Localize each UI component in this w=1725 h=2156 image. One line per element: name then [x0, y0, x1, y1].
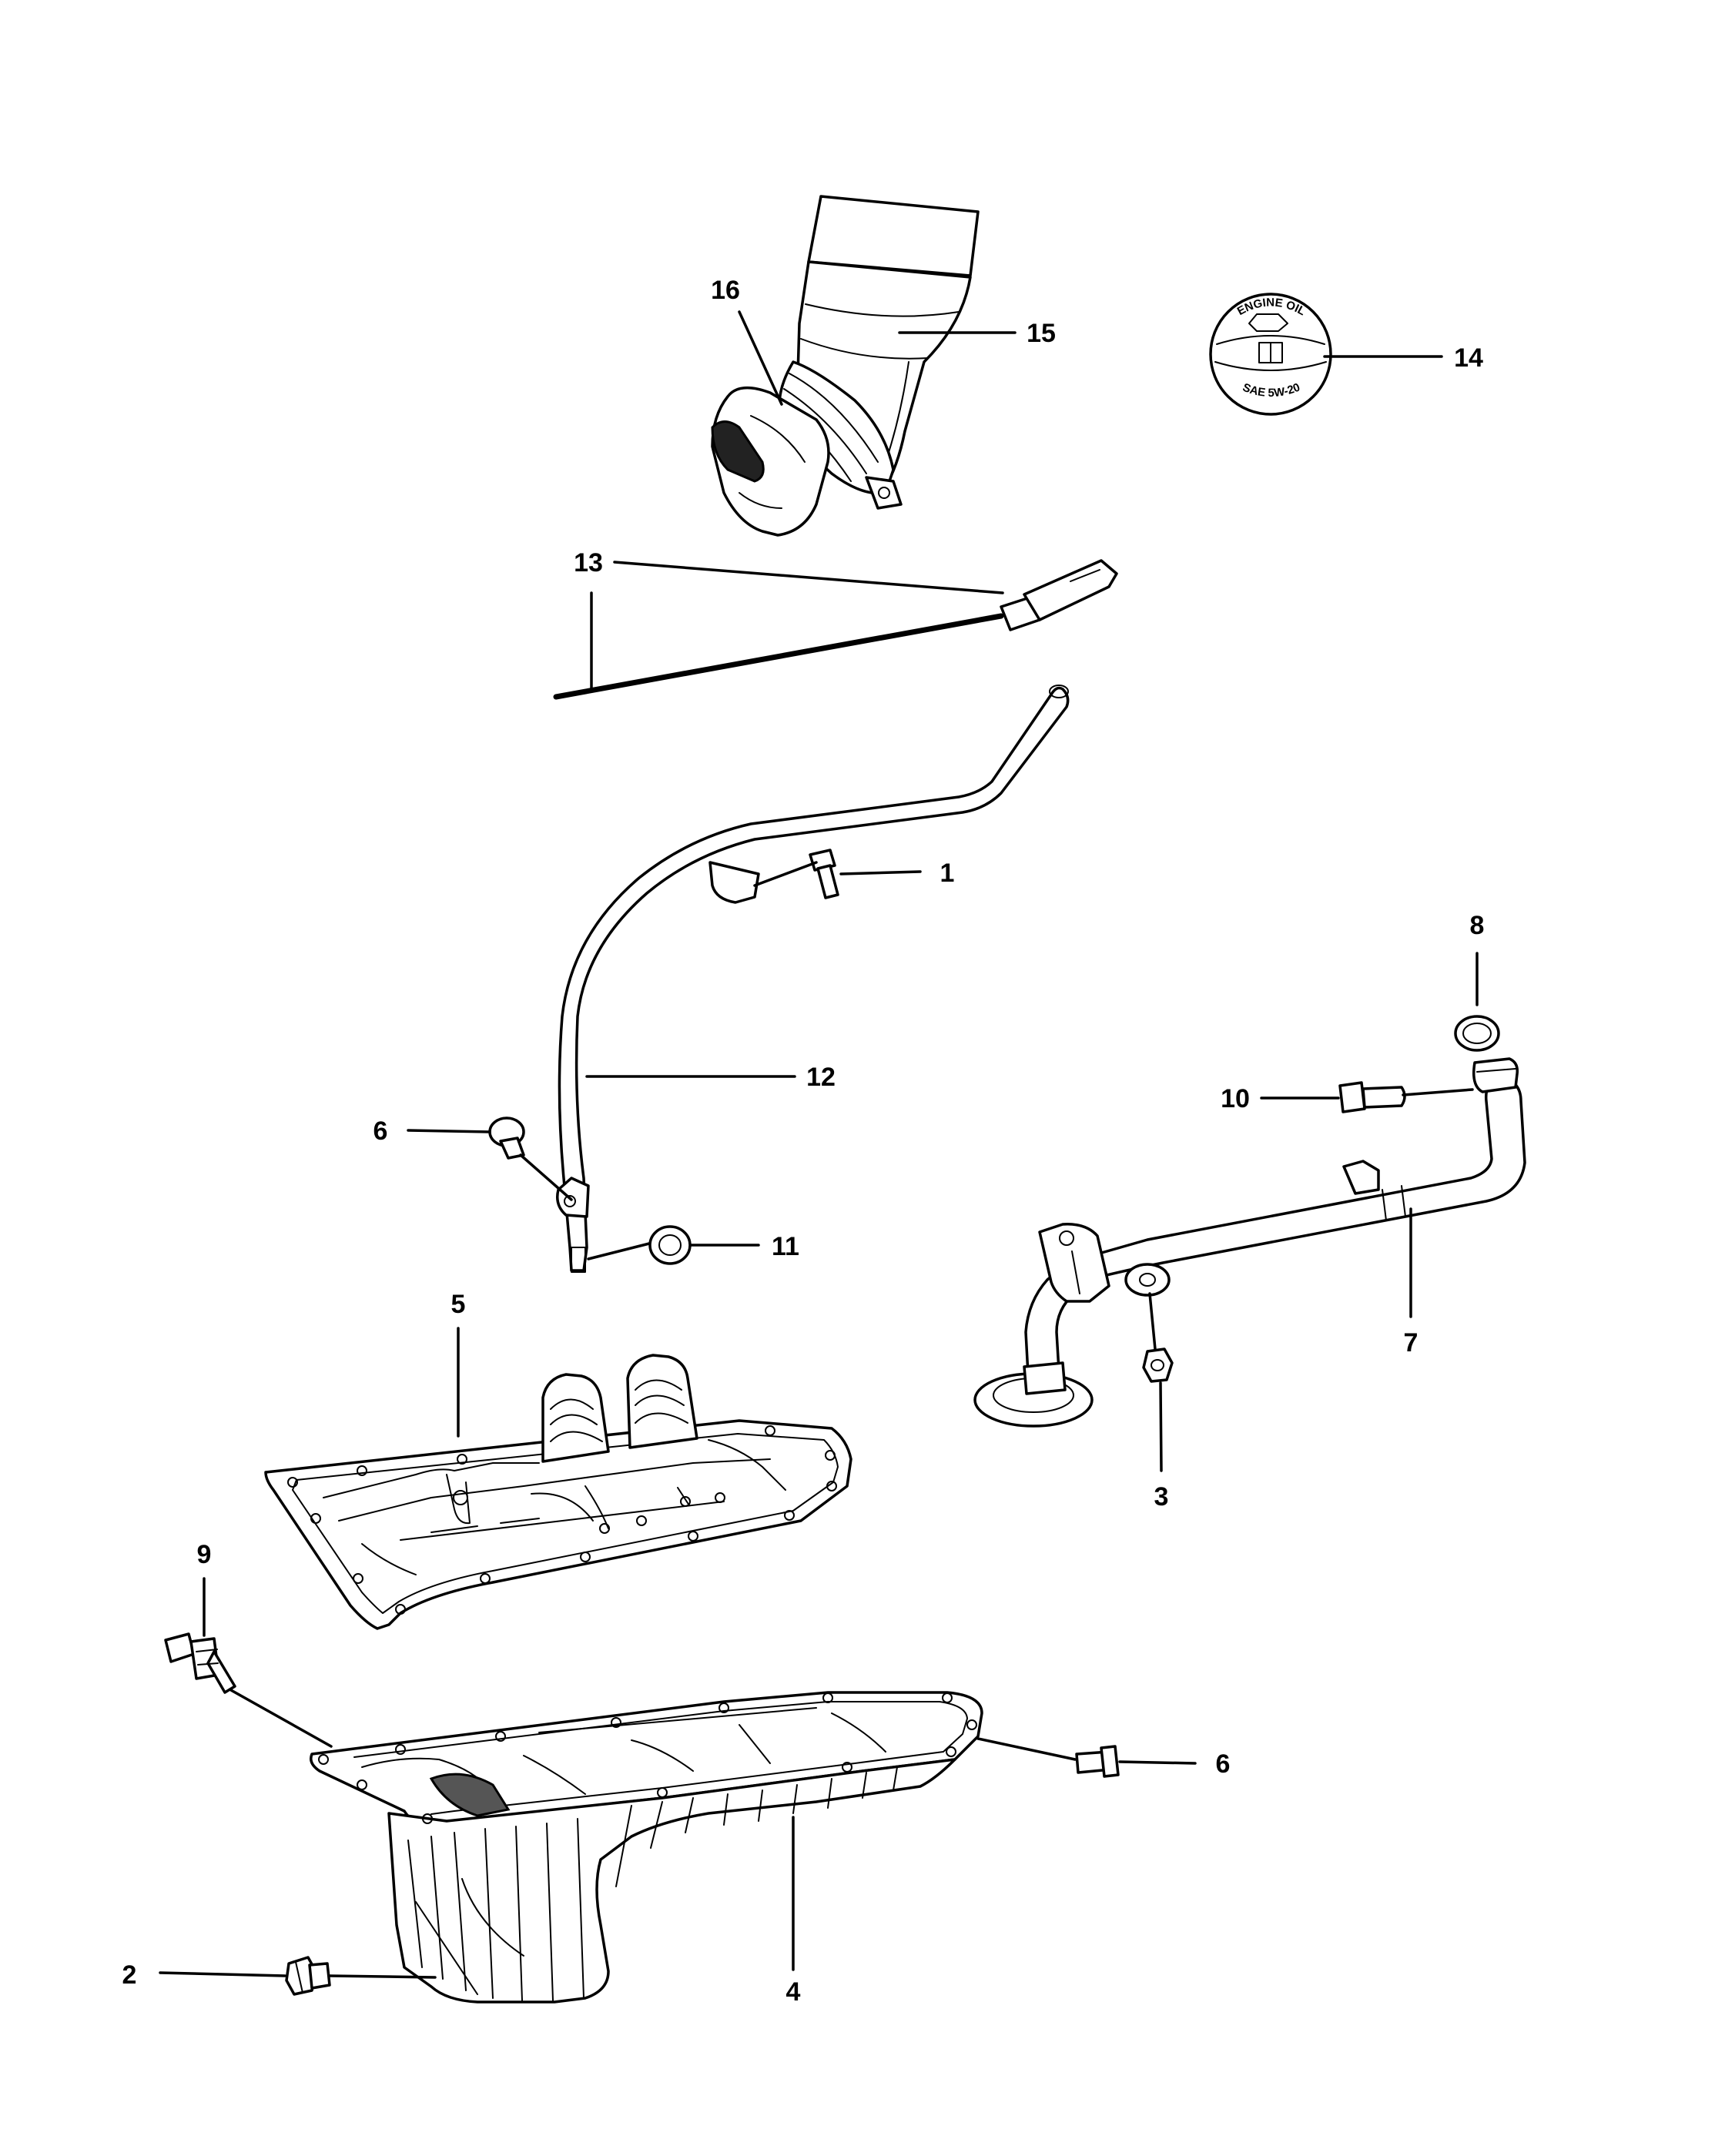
o-ring-11	[648, 1225, 692, 1265]
leader-2b	[328, 1974, 437, 1979]
oil-pickup-tube	[973, 1057, 1526, 1428]
callout-16: 16	[711, 276, 740, 305]
bolt-1	[809, 849, 839, 899]
bolt-6-lower	[1075, 1745, 1120, 1778]
nut-3	[1142, 1348, 1174, 1383]
bolt-10	[1338, 1081, 1406, 1113]
leader-10b	[1402, 1088, 1474, 1096]
dipstick	[553, 559, 1118, 700]
leader-13a	[613, 561, 1004, 594]
oil-pan	[310, 1691, 983, 2004]
stud-6-upper	[488, 1116, 525, 1160]
leader-1a	[753, 861, 818, 887]
callout-10: 10	[1221, 1084, 1250, 1113]
callout-15: 15	[1027, 319, 1056, 348]
leader-11a	[587, 1242, 651, 1260]
leader-9b	[229, 1689, 333, 1748]
oil-filler-cap: ENGINE OIL SAE 5W-20	[1209, 293, 1332, 416]
oil-filler-housing	[711, 360, 903, 537]
callout-7: 7	[1404, 1328, 1419, 1358]
leader-16	[738, 310, 783, 406]
windage-tray	[264, 1354, 852, 1630]
callout-6-upper: 6	[373, 1116, 388, 1146]
leader-6a2	[519, 1153, 573, 1201]
callout-8: 8	[1470, 911, 1485, 940]
callout-6-lower: 6	[1216, 1749, 1231, 1779]
leader-6a	[407, 1129, 491, 1133]
leader-6b2	[1118, 1760, 1197, 1765]
leader-3a	[1148, 1292, 1157, 1351]
callout-14: 14	[1454, 343, 1483, 373]
o-ring-8	[1454, 1015, 1500, 1052]
leader-2a	[159, 1971, 286, 1977]
dipstick-tube	[556, 685, 1070, 1273]
callout-9: 9	[197, 1540, 212, 1569]
callout-1: 1	[940, 859, 955, 888]
callout-13: 13	[574, 548, 603, 578]
drain-plug-2	[285, 1956, 331, 1996]
callout-3: 3	[1154, 1482, 1169, 1512]
leader-6b1	[976, 1737, 1077, 1761]
sensor-9	[164, 1632, 236, 1694]
callout-11: 11	[772, 1232, 799, 1261]
callout-5: 5	[451, 1290, 466, 1319]
callout-12: 12	[806, 1063, 836, 1092]
callout-4: 4	[786, 1977, 801, 2007]
callout-2: 2	[122, 1960, 137, 1990]
leader-1b	[839, 870, 922, 875]
